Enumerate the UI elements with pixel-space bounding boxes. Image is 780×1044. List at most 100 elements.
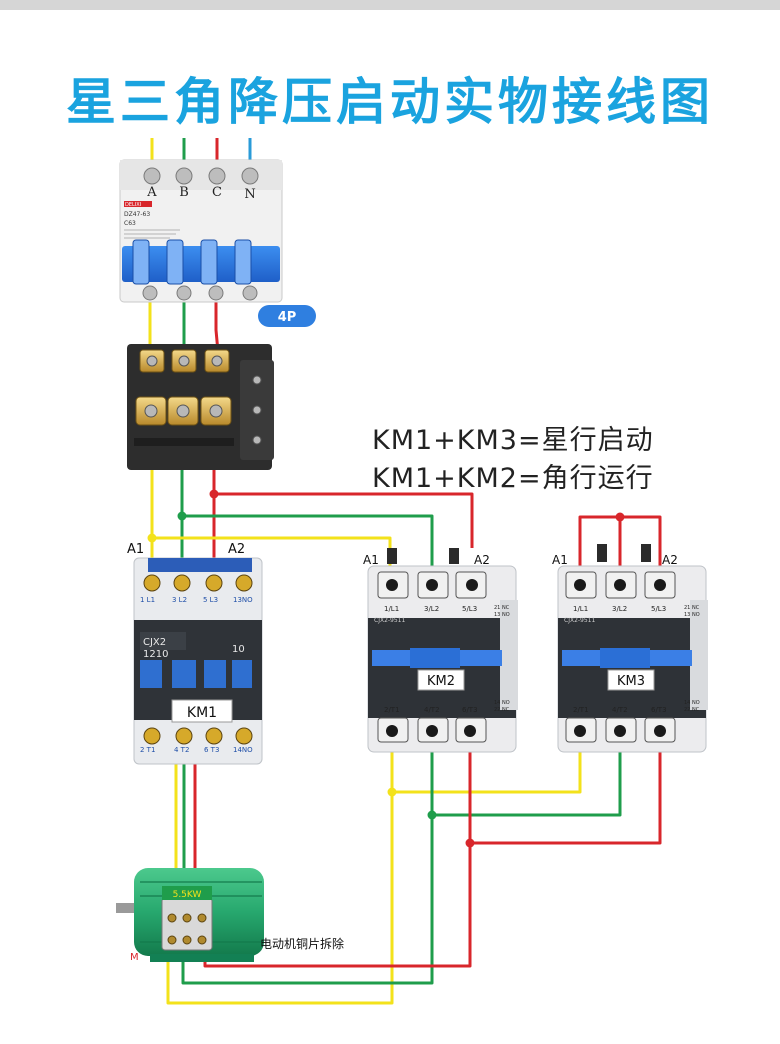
km3-bottom-screw bbox=[654, 725, 666, 737]
breaker-bottom-screw bbox=[242, 285, 258, 301]
breaker-top-screw bbox=[208, 167, 226, 185]
motor-power-badge: 5.5KW bbox=[173, 890, 202, 900]
breaker-phase-label: A bbox=[146, 185, 157, 200]
junction-dot bbox=[465, 838, 475, 848]
breaker-model: DZ47-63 bbox=[124, 211, 150, 218]
breaker-toggle bbox=[200, 239, 218, 285]
km1-bottom-terminal-label: 6 T3 bbox=[204, 746, 219, 754]
km1-top-screw bbox=[143, 574, 161, 592]
wire-km2-motor-a bbox=[166, 792, 394, 1005]
breaker-top-screw bbox=[143, 167, 161, 185]
wire-km2-km3-c bbox=[468, 735, 662, 845]
km3-top-terminal-label: 5/L3 bbox=[651, 605, 666, 613]
motor-terminal-screw bbox=[167, 935, 177, 945]
km3-bottom-screw bbox=[574, 725, 586, 737]
relay-screw bbox=[209, 404, 223, 418]
km3-bottom-screw bbox=[614, 725, 626, 737]
km1-indicator-window bbox=[172, 660, 196, 688]
km1-top-terminal-label: 3 L2 bbox=[172, 596, 187, 604]
km1-top-screw bbox=[205, 574, 223, 592]
wire-junctions bbox=[147, 489, 625, 848]
km1-model: CJX2 bbox=[143, 637, 166, 648]
breaker-phase-label: C bbox=[212, 185, 222, 200]
km3-top-screw bbox=[614, 579, 626, 591]
breaker-top-screw bbox=[241, 167, 259, 185]
km2-top-terminal-label: 21 NC bbox=[494, 605, 510, 611]
km2-top-terminal-label: 13 NO bbox=[494, 612, 510, 618]
km1-bottom-screw bbox=[235, 727, 253, 745]
km1-top-terminal-label: 5 L3 bbox=[203, 596, 218, 604]
formula-star-start: KM1+KM3=星行启动 bbox=[372, 425, 654, 456]
km1-aux-code: 10 bbox=[232, 644, 245, 655]
km2-coil-a1: A1 bbox=[363, 553, 379, 567]
motor-foot bbox=[150, 954, 254, 962]
contactor-km2: A1 A2 1/L1 3/L2 5/L3 21 NC 13 NO CJX2-95… bbox=[363, 548, 518, 753]
km2-top-screw bbox=[386, 579, 398, 591]
km1-model-code: 1210 bbox=[143, 649, 168, 660]
km2-bottom-terminal-label: 4/T2 bbox=[424, 706, 440, 714]
km1-indicator-window bbox=[140, 660, 162, 688]
km2-name-label: KM2 bbox=[427, 674, 455, 689]
contactor-km3: A1 A2 1/L1 3/L2 5/L3 21 NC 13 NO CJX2-95… bbox=[552, 544, 708, 753]
relay-screw bbox=[252, 405, 262, 415]
junction-dot bbox=[209, 489, 219, 499]
breaker-toggle bbox=[166, 239, 184, 285]
wire-km2-motor-b bbox=[181, 815, 434, 985]
breaker-top-screw bbox=[175, 167, 193, 185]
km2-bottom-screw bbox=[386, 725, 398, 737]
km3-bottom-terminal-label: 4/T2 bbox=[612, 706, 628, 714]
motor-mark: M bbox=[130, 952, 139, 963]
km3-bottom-terminal-label: 2/T1 bbox=[573, 706, 589, 714]
km1-indicator-window bbox=[232, 660, 252, 688]
page-title: 星三角降压启动实物接线图 bbox=[66, 73, 714, 131]
breaker-bottom-screw bbox=[208, 285, 224, 301]
junction-dot bbox=[427, 810, 437, 820]
km2-bottom-screw bbox=[426, 725, 438, 737]
relay-screw bbox=[211, 355, 223, 367]
relay-screw bbox=[252, 435, 262, 445]
motor-terminal-screw bbox=[197, 935, 207, 945]
relay-screw bbox=[146, 355, 158, 367]
km3-bottom-terminal-label: 14 NO bbox=[684, 700, 700, 706]
motor-terminal-screw bbox=[182, 913, 192, 923]
km1-bottom-screw bbox=[143, 727, 161, 745]
km3-top-screw bbox=[654, 579, 666, 591]
km1-top-terminal-label: 13NO bbox=[233, 596, 253, 604]
wire-breaker-relay-c bbox=[214, 298, 220, 353]
breaker-toggle bbox=[132, 239, 150, 285]
km1-bottom-terminal-label: 2 T1 bbox=[140, 746, 155, 754]
km1-coil-a2: A2 bbox=[228, 542, 245, 557]
km3-bottom-terminal-label: 6/T3 bbox=[651, 706, 667, 714]
thermal-overload-relay bbox=[127, 344, 274, 470]
km3-bottom-terminal-label: 22 NC bbox=[684, 707, 700, 713]
km2-top-screw bbox=[466, 579, 478, 591]
km1-indicator-window bbox=[204, 660, 226, 688]
km2-model: CJX2-9511 bbox=[374, 617, 406, 624]
relay-screw bbox=[178, 355, 190, 367]
breaker-rating: C63 bbox=[124, 220, 136, 227]
km2-bottom-terminal-label: 22 NC bbox=[494, 707, 510, 713]
breaker-poles-label: 4P bbox=[278, 310, 297, 325]
motor-terminal-screw bbox=[182, 935, 192, 945]
km2-coil-a2: A2 bbox=[474, 553, 490, 567]
km2-bottom-terminal-label: 2/T1 bbox=[384, 706, 400, 714]
km3-name-label: KM3 bbox=[617, 674, 645, 689]
breaker-poles-badge bbox=[258, 305, 316, 327]
wire-km2-km3-a bbox=[390, 735, 582, 794]
km2-bottom-terminal-label: 6/T3 bbox=[462, 706, 478, 714]
junction-dot bbox=[615, 512, 625, 522]
km3-top-terminal-label: 13 NO bbox=[684, 612, 700, 618]
km3-top-terminal-label: 3/L2 bbox=[612, 605, 627, 613]
km2-top-screw bbox=[426, 579, 438, 591]
km2-bottom-screw bbox=[464, 725, 476, 737]
km3-top-terminal-label: 21 NC bbox=[684, 605, 700, 611]
top-border-bar bbox=[0, 0, 780, 10]
km1-top-screw bbox=[173, 574, 191, 592]
km2-bottom-terminal-label: 14 NO bbox=[494, 700, 510, 706]
breaker-phase-label: B bbox=[179, 185, 189, 200]
circuit-breaker-4p: A B C N DELIXI DZ47-63 C63 bbox=[119, 159, 316, 327]
km3-top-terminal-label: 1/L1 bbox=[573, 605, 588, 613]
km1-top-terminal-label: 1 L1 bbox=[140, 596, 155, 604]
